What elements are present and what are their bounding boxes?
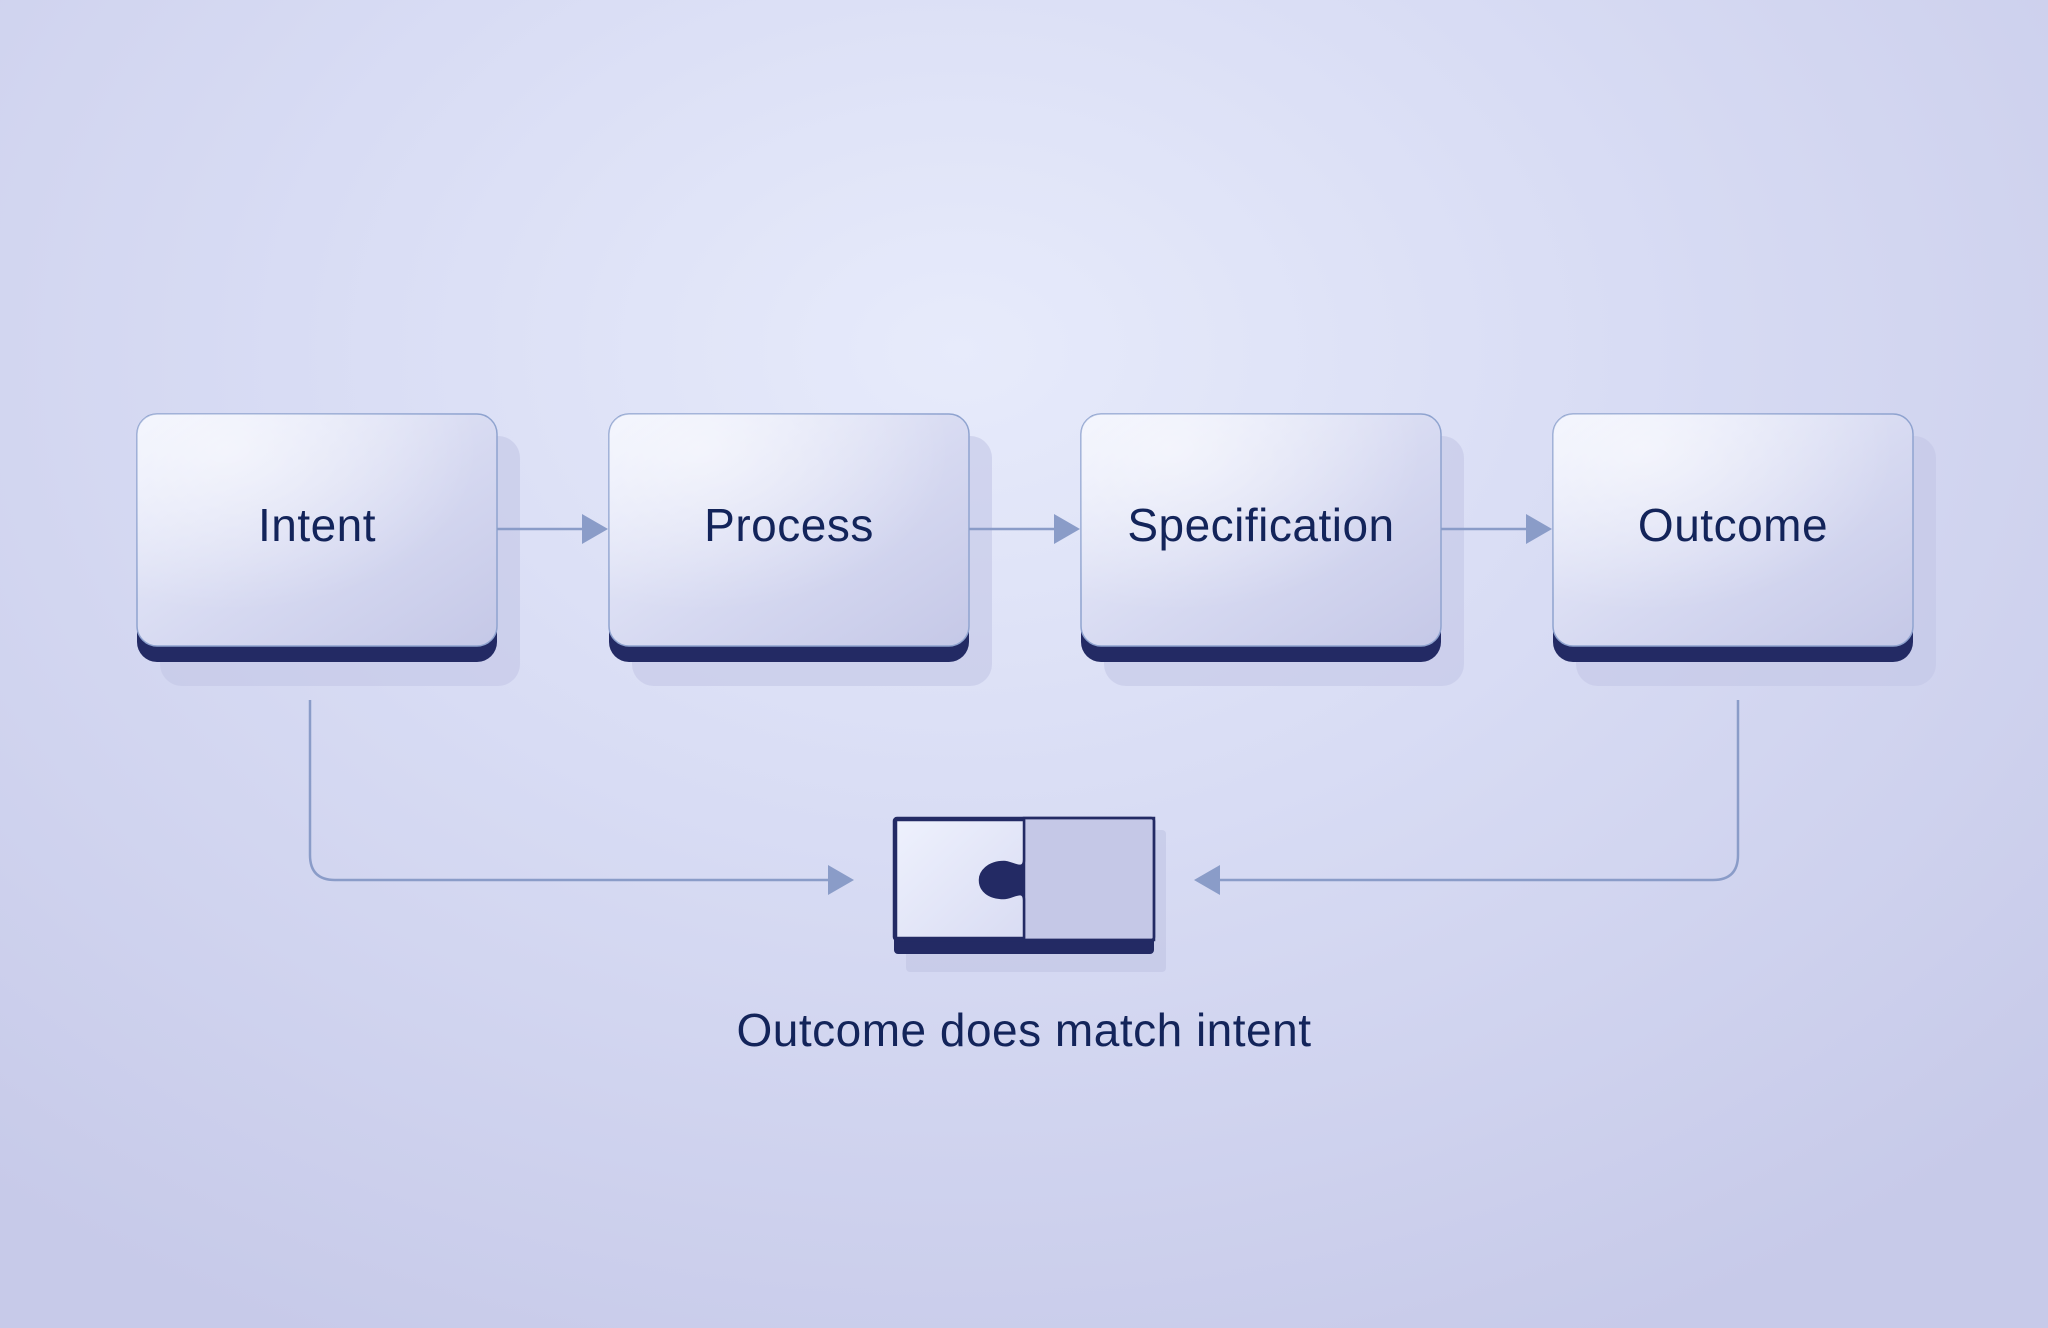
connector-outcome-to-match	[1194, 700, 1740, 895]
step-label-process: Process	[704, 499, 874, 551]
arrow-specification-to-outcome	[1441, 514, 1552, 544]
step-label-intent: Intent	[258, 499, 376, 551]
arrow-intent-to-process	[497, 514, 608, 544]
step-label-specification: Specification	[1127, 499, 1394, 551]
step-box-specification: Specification	[1080, 413, 1464, 686]
step-box-intent: Intent	[136, 413, 520, 686]
arrow-process-to-specification	[969, 514, 1080, 544]
puzzle-icon	[892, 816, 1166, 972]
match-caption: Outcome does match intent	[736, 1004, 1311, 1056]
step-box-process: Process	[608, 413, 992, 686]
connector-intent-to-match	[308, 700, 854, 895]
step-box-outcome: Outcome	[1552, 413, 1936, 686]
step-label-outcome: Outcome	[1638, 499, 1828, 551]
